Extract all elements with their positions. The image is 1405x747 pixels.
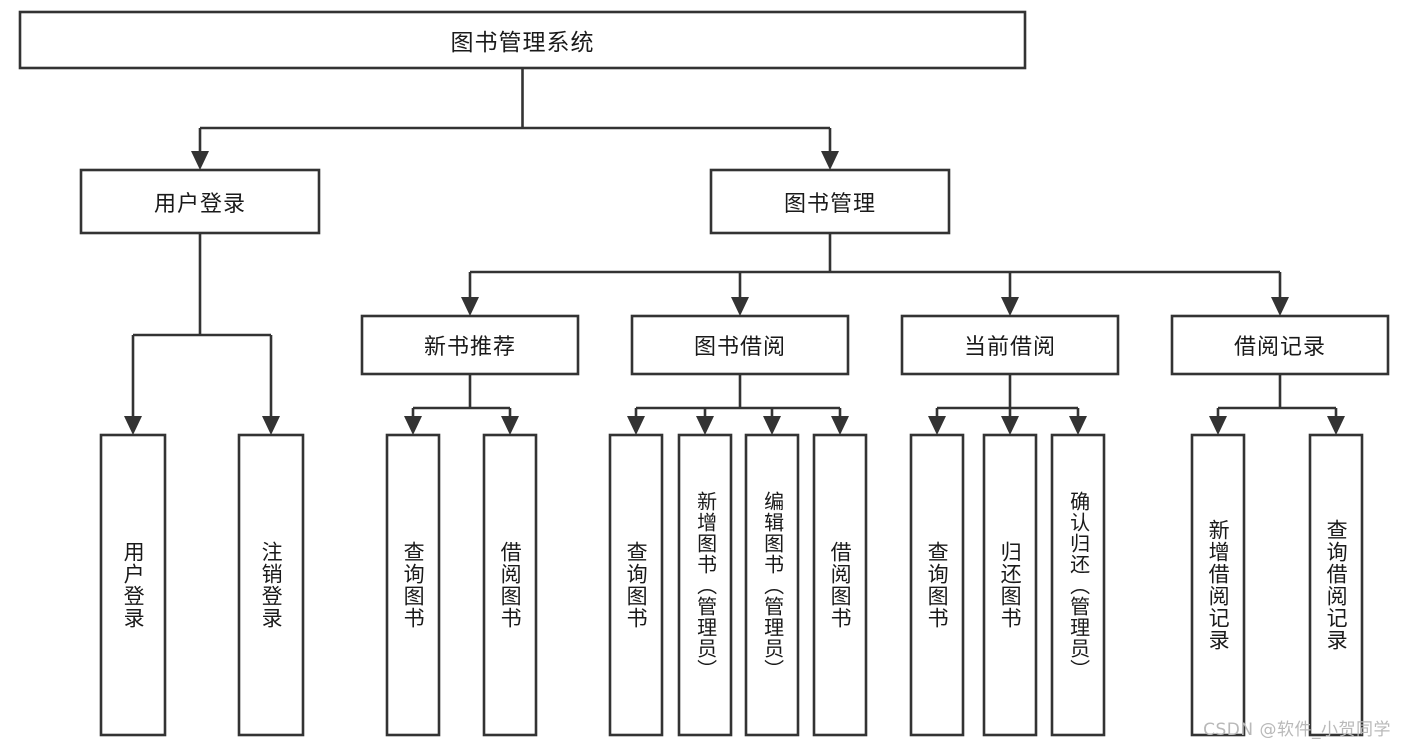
arrow-head-icon — [124, 416, 142, 435]
node-box-leaf-user-login[interactable] — [99, 433, 167, 737]
arrow-head-icon — [731, 297, 749, 316]
arrow-head-icon — [1209, 416, 1227, 435]
arrow-head-icon — [928, 416, 946, 435]
arrow-head-icon — [627, 416, 645, 435]
node-box-leaf-edit-book[interactable] — [744, 433, 800, 737]
node-box-leaf-query-record[interactable] — [1308, 433, 1364, 737]
connectors-layer — [124, 68, 1345, 435]
node-box-new-book-recommend[interactable] — [360, 314, 580, 376]
arrow-head-icon — [461, 297, 479, 316]
node-box-leaf-query-book-1[interactable] — [385, 433, 441, 737]
arrow-head-icon — [1271, 297, 1289, 316]
node-box-leaf-query-book-2[interactable] — [608, 433, 664, 737]
node-box-leaf-borrow-book-1[interactable] — [482, 433, 538, 737]
arrow-head-icon — [262, 416, 280, 435]
arrow-head-icon — [501, 416, 519, 435]
arrow-head-icon — [1001, 297, 1019, 316]
node-box-book-borrow[interactable] — [630, 314, 850, 376]
node-box-leaf-add-book[interactable] — [677, 433, 733, 737]
arrow-head-icon — [831, 416, 849, 435]
arrow-head-icon — [763, 416, 781, 435]
arrow-head-icon — [821, 151, 839, 170]
arrow-head-icon — [1327, 416, 1345, 435]
node-box-leaf-user-logout[interactable] — [237, 433, 305, 737]
node-box-book-manage[interactable] — [709, 168, 951, 235]
node-box-current-borrow[interactable] — [900, 314, 1120, 376]
arrow-head-icon — [404, 416, 422, 435]
arrow-head-icon — [1069, 416, 1087, 435]
node-box-root[interactable] — [18, 10, 1027, 70]
arrow-head-icon — [1001, 416, 1019, 435]
node-box-borrow-record[interactable] — [1170, 314, 1390, 376]
arrow-head-icon — [696, 416, 714, 435]
node-box-leaf-confirm-return[interactable] — [1050, 433, 1106, 737]
arrow-head-icon — [191, 151, 209, 170]
node-box-leaf-return-book[interactable] — [982, 433, 1038, 737]
boxes-layer — [18, 10, 1390, 737]
node-box-leaf-borrow-book-2[interactable] — [812, 433, 868, 737]
node-box-leaf-add-record[interactable] — [1190, 433, 1246, 737]
node-box-user-login[interactable] — [79, 168, 321, 235]
node-box-leaf-query-book-3[interactable] — [909, 433, 965, 737]
watermark-label: CSDN @软件_小贺同学 — [1203, 720, 1391, 740]
